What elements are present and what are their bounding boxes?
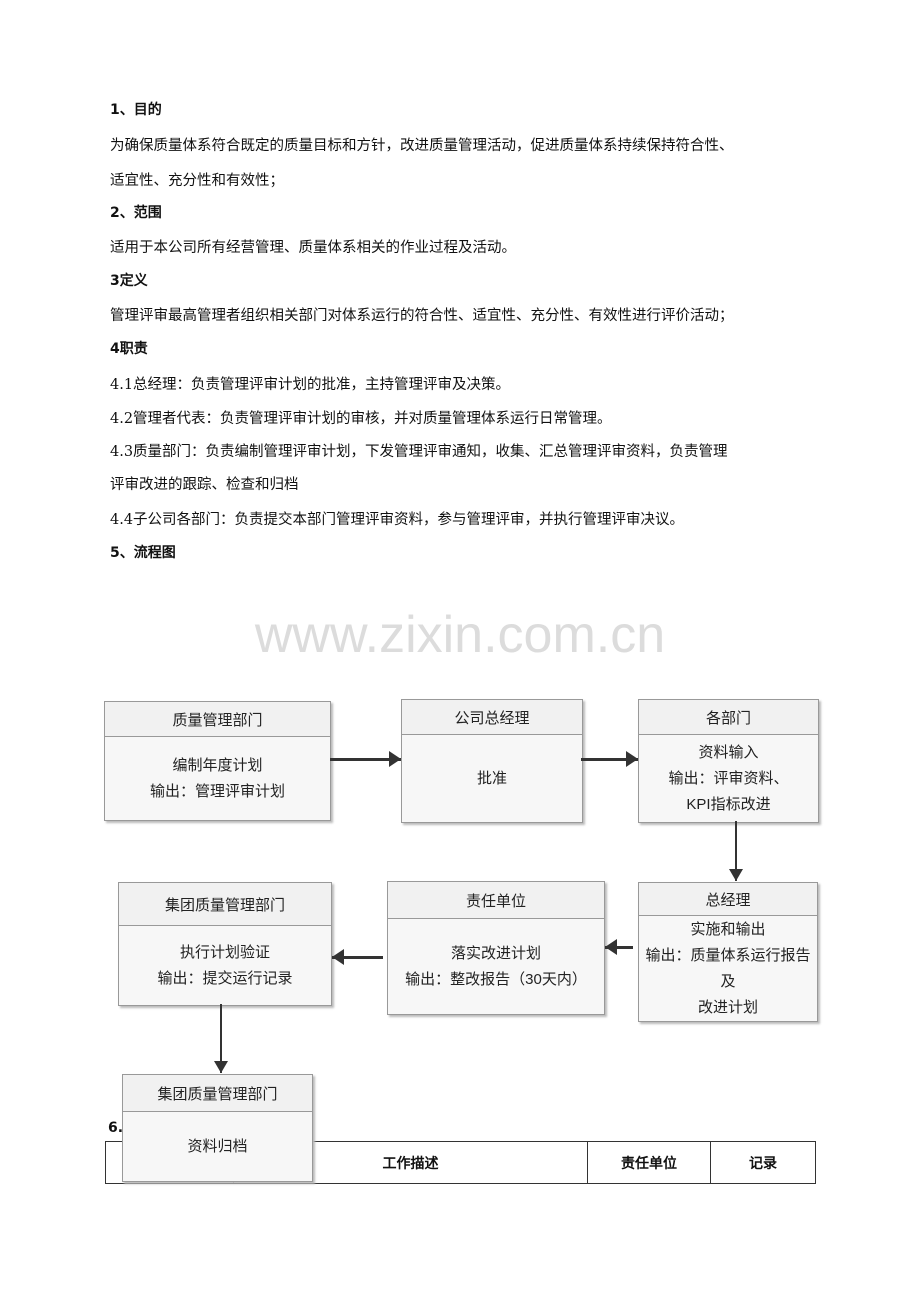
flow-arrow [220, 1004, 222, 1073]
paragraph-line: 4.3质量部门：负责编制管理评审计划，下发管理评审通知，收集、汇总管理评审资料，… [110, 444, 728, 460]
flow-arrow [330, 757, 401, 761]
flow-step-body: 编制年度计划输出：管理评审计划 [105, 737, 330, 820]
flow-step-body: 批准 [402, 735, 582, 822]
flow-step-box: 质量管理部门编制年度计划输出：管理评审计划 [104, 701, 331, 821]
arrowhead-icon [626, 751, 638, 767]
flow-step-header: 责任单位 [388, 882, 604, 919]
arrowhead-icon [605, 939, 617, 955]
flow-step-line: 输出：管理评审计划 [149, 782, 285, 800]
flow-step-box: 集团质量管理部门资料归档 [122, 1074, 313, 1182]
arrowhead-icon [389, 751, 401, 767]
table-header-unit: 责任单位 [587, 1141, 711, 1184]
flow-step-line: 实施和输出 [690, 920, 766, 938]
table-header-record: 记录 [710, 1141, 816, 1184]
flow-step-header: 公司总经理 [402, 700, 582, 735]
flow-step-body: 落实改进计划输出：整改报告（30天内） [388, 919, 604, 1014]
flow-arrow [332, 955, 383, 959]
paragraph-line: 4.2管理者代表：负责管理评审计划的审核，并对质量管理体系运行日常管理。 [110, 411, 612, 427]
flow-arrow [581, 757, 638, 761]
flow-step-line: 执行计划验证 [179, 943, 270, 961]
flow-step-line: 资料输入 [698, 743, 759, 761]
flow-step-line: KPI指标改进 [686, 795, 771, 813]
flow-step-body: 资料归档 [123, 1112, 312, 1181]
flow-step-body: 执行计划验证输出：提交运行记录 [119, 926, 331, 1005]
flow-step-header: 总经理 [639, 883, 817, 916]
paragraph-line: 管理评审最高管理者组织相关部门对体系运行的符合性、适宜性、充分性、有效性进行评价… [110, 308, 734, 324]
section-heading: 3定义 [110, 273, 148, 289]
flow-step-line: 落实改进计划 [450, 944, 541, 962]
flow-step-header: 质量管理部门 [105, 702, 330, 737]
section-heading: 1、目的 [110, 102, 162, 118]
paragraph-line: 评审改进的跟踪、检查和归档 [110, 477, 299, 493]
flow-step-body: 实施和输出输出：质量体系运行报告及改进计划 [639, 916, 817, 1021]
flow-step-header: 各部门 [639, 700, 818, 735]
flow-step-line: 资料归档 [187, 1137, 248, 1155]
section-6-label: 6. [108, 1120, 124, 1136]
flow-step-line: 输出：质量体系运行报告及 [645, 946, 811, 990]
section-heading: 5、流程图 [110, 545, 176, 561]
flow-step-box: 总经理实施和输出输出：质量体系运行报告及改进计划 [638, 882, 818, 1022]
flow-step-line: 输出：评审资料、 [668, 769, 789, 787]
paragraph-line: 适宜性、充分性和有效性； [110, 173, 284, 189]
flow-step-box: 集团质量管理部门执行计划验证输出：提交运行记录 [118, 882, 332, 1006]
flow-step-body: 资料输入输出：评审资料、 KPI指标改进 [639, 735, 818, 822]
flow-step-line: 编制年度计划 [172, 756, 263, 774]
flow-step-line: 输出：提交运行记录 [157, 969, 293, 987]
paragraph-line: 4.4子公司各部门：负责提交本部门管理评审资料，参与管理评审，并执行管理评审决议… [110, 512, 685, 528]
flow-step-line: 输出：整改报告（30天内） [405, 970, 587, 988]
arrowhead-icon [332, 949, 344, 965]
paragraph-line: 4.1总经理：负责管理评审计划的批准，主持管理评审及决策。 [110, 377, 511, 393]
flow-step-box: 责任单位落实改进计划输出：整改报告（30天内） [387, 881, 605, 1015]
section-heading: 4职责 [110, 341, 148, 357]
flow-step-box: 公司总经理批准 [401, 699, 583, 823]
flow-step-line: 批准 [476, 769, 507, 787]
paragraph-line: 为确保质量体系符合既定的质量目标和方针，改进质量管理活动，促进质量体系持续保持符… [110, 138, 734, 154]
section-heading: 2、范围 [110, 205, 162, 221]
paragraph-line: 适用于本公司所有经营管理、质量体系相关的作业过程及活动。 [110, 240, 516, 256]
flow-step-header: 集团质量管理部门 [123, 1075, 312, 1112]
flow-step-header: 集团质量管理部门 [119, 883, 331, 926]
arrowhead-icon [214, 1061, 228, 1073]
flow-step-line: 改进计划 [697, 998, 758, 1016]
watermark: www.zixin.com.cn [254, 606, 666, 664]
flow-arrow [605, 945, 633, 949]
flow-step-box: 各部门资料输入输出：评审资料、 KPI指标改进 [638, 699, 819, 823]
arrowhead-icon [729, 869, 743, 881]
flow-arrow [735, 821, 737, 881]
